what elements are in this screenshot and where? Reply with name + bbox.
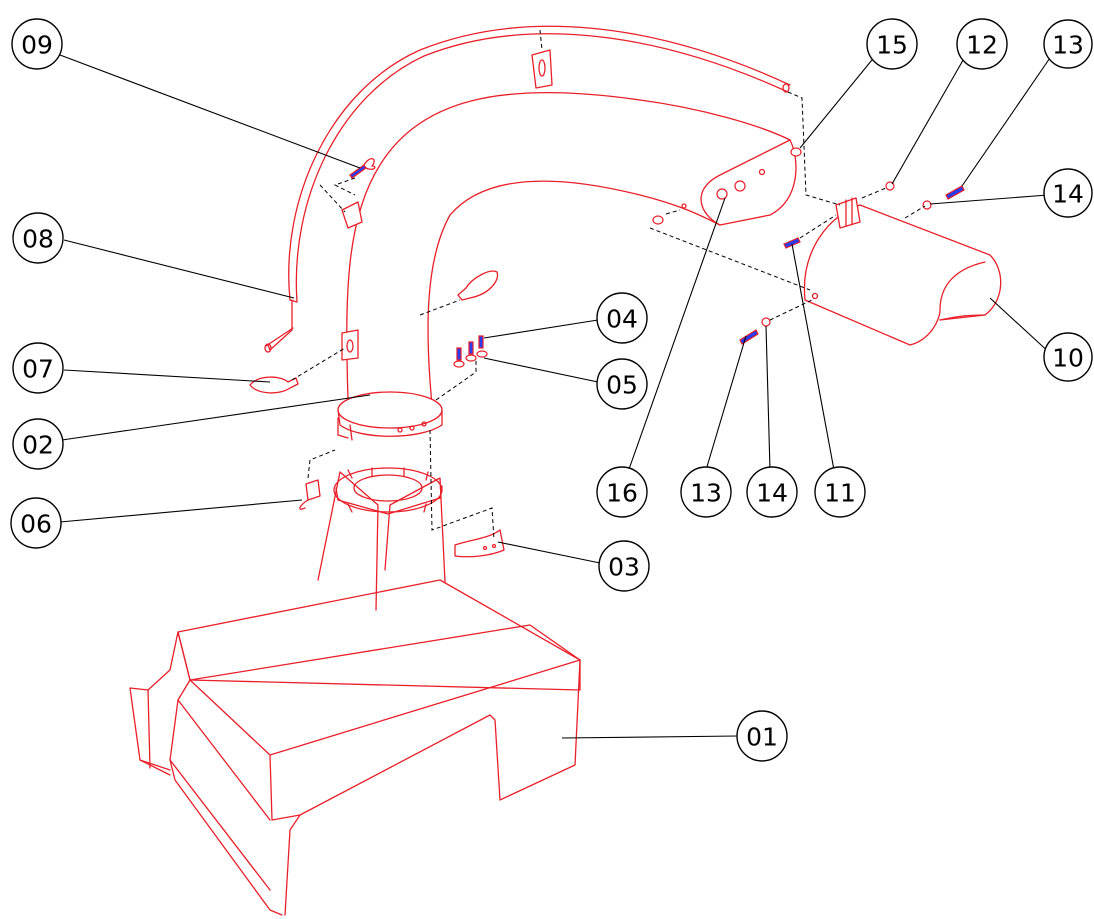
callout-02-label: 02 xyxy=(22,431,54,460)
callout-16-label: 16 xyxy=(606,479,638,508)
callout-10-label: 10 xyxy=(1052,344,1084,373)
part-06-ring-adaptor xyxy=(333,467,443,515)
callout-13-bottom: 13 xyxy=(680,466,732,518)
callout-01: 01 xyxy=(736,710,788,762)
part-03-clip xyxy=(454,529,505,558)
callout-03: 03 xyxy=(598,540,650,592)
part-01-base-housing xyxy=(129,471,581,916)
callout-13-top: 13 xyxy=(1043,19,1093,69)
callout-05-label: 05 xyxy=(606,371,638,400)
callout-07-label: 07 xyxy=(22,355,54,384)
callout-09: 09 xyxy=(11,18,63,70)
callout-03-label: 03 xyxy=(608,553,640,582)
callout-13-bottom-label: 13 xyxy=(690,479,722,508)
part-10-deflector-hood xyxy=(803,197,1002,346)
callout-06-label: 06 xyxy=(20,510,52,539)
callout-06: 06 xyxy=(10,497,62,549)
callout-14-bottom: 14 xyxy=(746,466,798,518)
callout-11: 11 xyxy=(814,466,866,518)
callout-04-label: 04 xyxy=(606,305,638,334)
leader-lines xyxy=(59,54,1053,739)
callout-10: 10 xyxy=(1043,332,1093,382)
callout-13-top-label: 13 xyxy=(1052,31,1084,60)
callout-15: 15 xyxy=(866,18,918,70)
fasteners xyxy=(249,147,965,510)
part-08-rod-handle xyxy=(264,25,791,353)
assembly-lines xyxy=(291,29,926,541)
callout-07: 07 xyxy=(12,342,64,394)
callout-11-label: 11 xyxy=(824,479,856,508)
callout-05: 05 xyxy=(596,358,648,410)
part-02-elbow-chute xyxy=(337,49,797,441)
callout-15-label: 15 xyxy=(876,31,908,60)
callout-14-right: 14 xyxy=(1043,168,1093,218)
callout-02: 02 xyxy=(12,418,64,470)
callout-01-label: 01 xyxy=(746,723,778,752)
callout-14-bottom-label: 14 xyxy=(756,479,788,508)
callout-14-right-label: 14 xyxy=(1052,180,1084,209)
callout-12-label: 12 xyxy=(966,31,998,60)
callout-16: 16 xyxy=(596,466,648,518)
callout-08: 08 xyxy=(12,212,64,264)
callout-12: 12 xyxy=(956,18,1008,70)
callout-08-label: 08 xyxy=(22,225,54,254)
callout-09-label: 09 xyxy=(21,31,53,60)
callout-04: 04 xyxy=(596,292,648,344)
